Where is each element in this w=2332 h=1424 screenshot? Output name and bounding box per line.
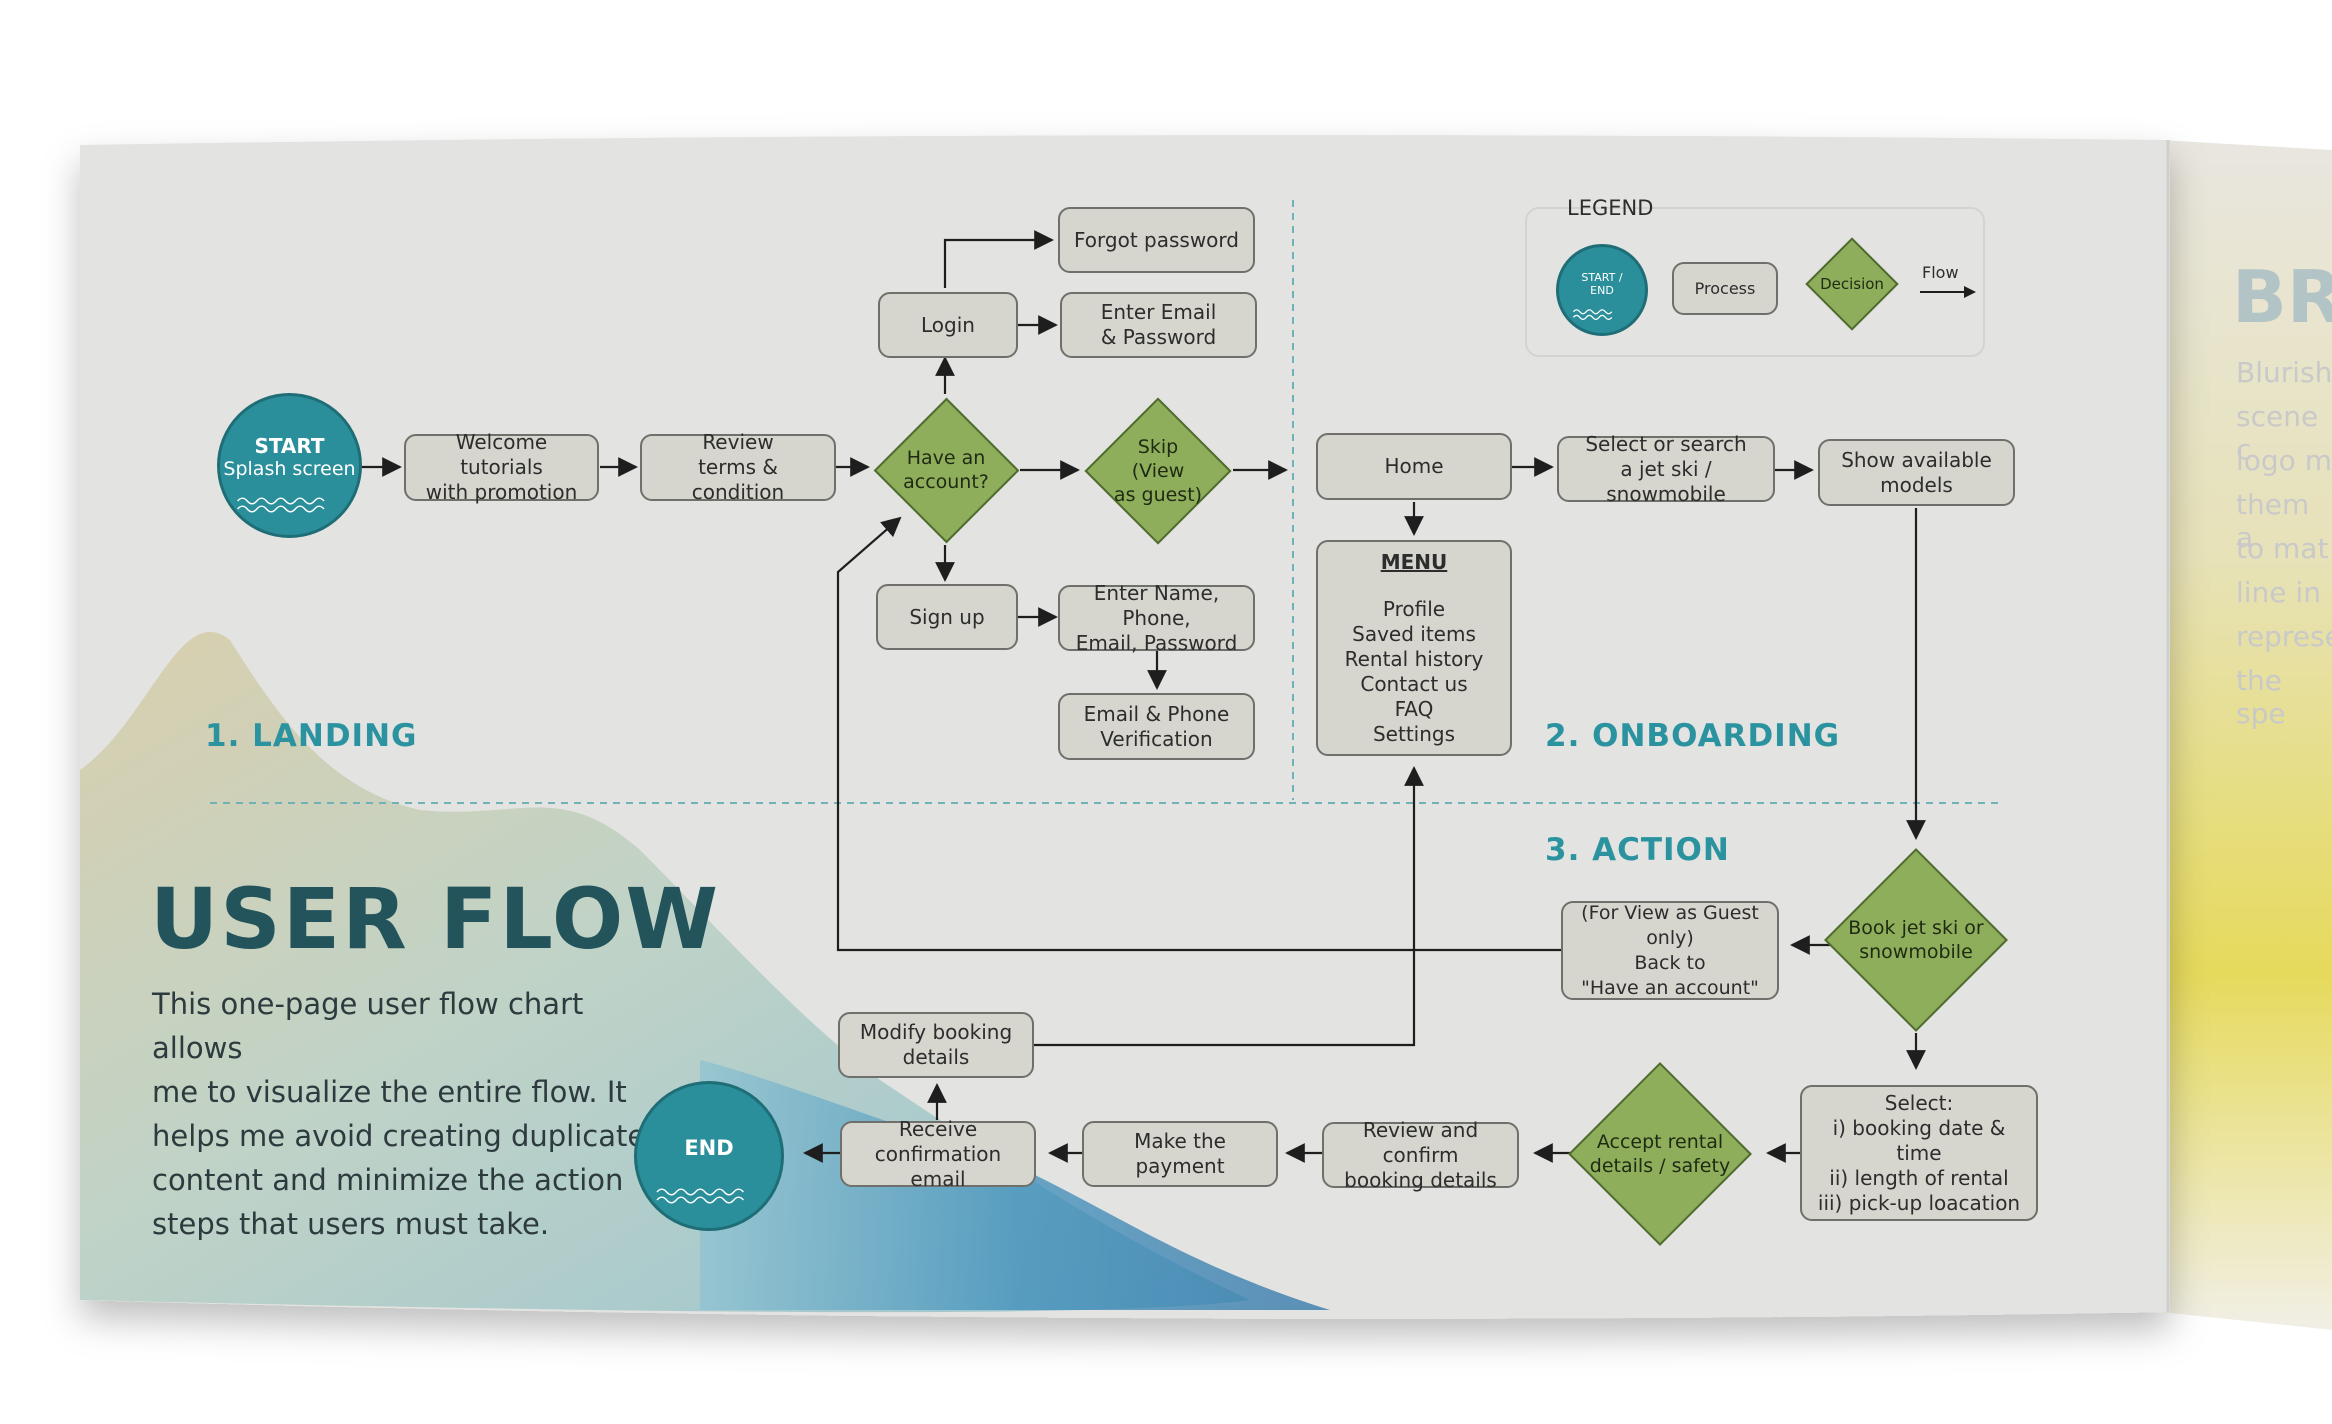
arrow-guest-decision [836, 516, 1562, 952]
arrow-login-forgot [943, 230, 1054, 288]
make-payment-node: Make the payment [1082, 1121, 1278, 1187]
legend-start-end-icon: START / END [1556, 244, 1648, 336]
menu-title: MENU [1380, 549, 1448, 574]
have-account-decision: Have an account? [873, 397, 1019, 543]
enter-email-node: Enter Email & Password [1060, 292, 1257, 358]
side-line-1: Blurish [2236, 356, 2332, 389]
side-line-7: represe [2236, 620, 2332, 653]
side-page-heading: BR [2232, 255, 2332, 339]
skip-guest-decision: Skip (View as guest) [1084, 397, 1232, 545]
end-node: END [634, 1081, 784, 1231]
legend-panel [1525, 207, 1985, 357]
side-line-6: line in [2236, 576, 2321, 609]
verification-node: Email & Phone Verification [1058, 693, 1255, 760]
side-line-8: the spe [2236, 664, 2286, 730]
review-confirm-node: Review and confirm booking details [1322, 1118, 1519, 1192]
review-terms-node: Review terms & condition [640, 430, 836, 504]
legend-decision: Decision [1805, 237, 1899, 331]
select-details-node: Select: i) booking date & time ii) lengt… [1800, 1085, 2038, 1221]
menu-node: MENU Profile Saved items Rental history … [1316, 540, 1512, 756]
page-title: USER FLOW [150, 870, 720, 968]
show-models-node: Show available models [1818, 439, 2015, 506]
arrow-modify-menu [1034, 766, 1424, 1047]
side-line-2: scene c [2236, 400, 2319, 466]
page-description: This one-page user flow chart allows me … [152, 987, 646, 1241]
side-line-3: logo m [2236, 444, 2332, 477]
wave-icon [1572, 309, 1613, 320]
section-onboarding-label: 2. ONBOARDING [1545, 718, 1841, 754]
side-line-4: them a [2236, 488, 2310, 554]
forgot-password-node: Forgot password [1058, 207, 1255, 273]
section-landing-label: 1. LANDING [205, 718, 418, 754]
side-line-5: to mat [2236, 532, 2329, 565]
menu-item-settings: Settings [1372, 721, 1456, 746]
accept-rental-decision: Accept rental details / safety [1568, 1062, 1752, 1246]
modify-booking-node: Modify booking details [838, 1012, 1034, 1078]
arrow-right-icon [1920, 286, 1976, 298]
menu-item-faq: FAQ [1394, 696, 1434, 721]
section-action-label: 3. ACTION [1545, 832, 1730, 868]
end-title: END [684, 1136, 734, 1160]
wave-icon [656, 1188, 744, 1204]
start-subtitle: Splash screen [223, 457, 356, 480]
wave-icon [237, 497, 325, 513]
enter-name-node: Enter Name, Phone, Email, Password [1058, 581, 1255, 655]
receive-email-node: Receive confirmation email [840, 1117, 1036, 1191]
signup-node: Sign up [876, 584, 1018, 650]
welcome-tutorials-node: Welcome tutorials with promotion [404, 430, 599, 504]
menu-item-contact: Contact us [1360, 671, 1468, 696]
menu-item-saved: Saved items [1352, 621, 1476, 646]
menu-item-profile: Profile [1382, 596, 1446, 621]
start-node: START Splash screen [217, 393, 362, 538]
legend-flow-label: Flow [1922, 263, 1959, 282]
legend-title: LEGEND [1567, 196, 1654, 220]
book-decision: Book jet ski or snowmobile [1824, 848, 2008, 1032]
home-node: Home [1316, 433, 1512, 500]
login-node: Login [878, 292, 1018, 358]
legend-process: Process [1672, 262, 1778, 315]
menu-item-rental-history: Rental history [1344, 646, 1484, 671]
guest-back-node: (For View as Guest only) Back to "Have a… [1561, 901, 1779, 1000]
select-search-node: Select or search a jet ski / snowmobile [1557, 432, 1775, 506]
start-title: START [254, 433, 325, 458]
